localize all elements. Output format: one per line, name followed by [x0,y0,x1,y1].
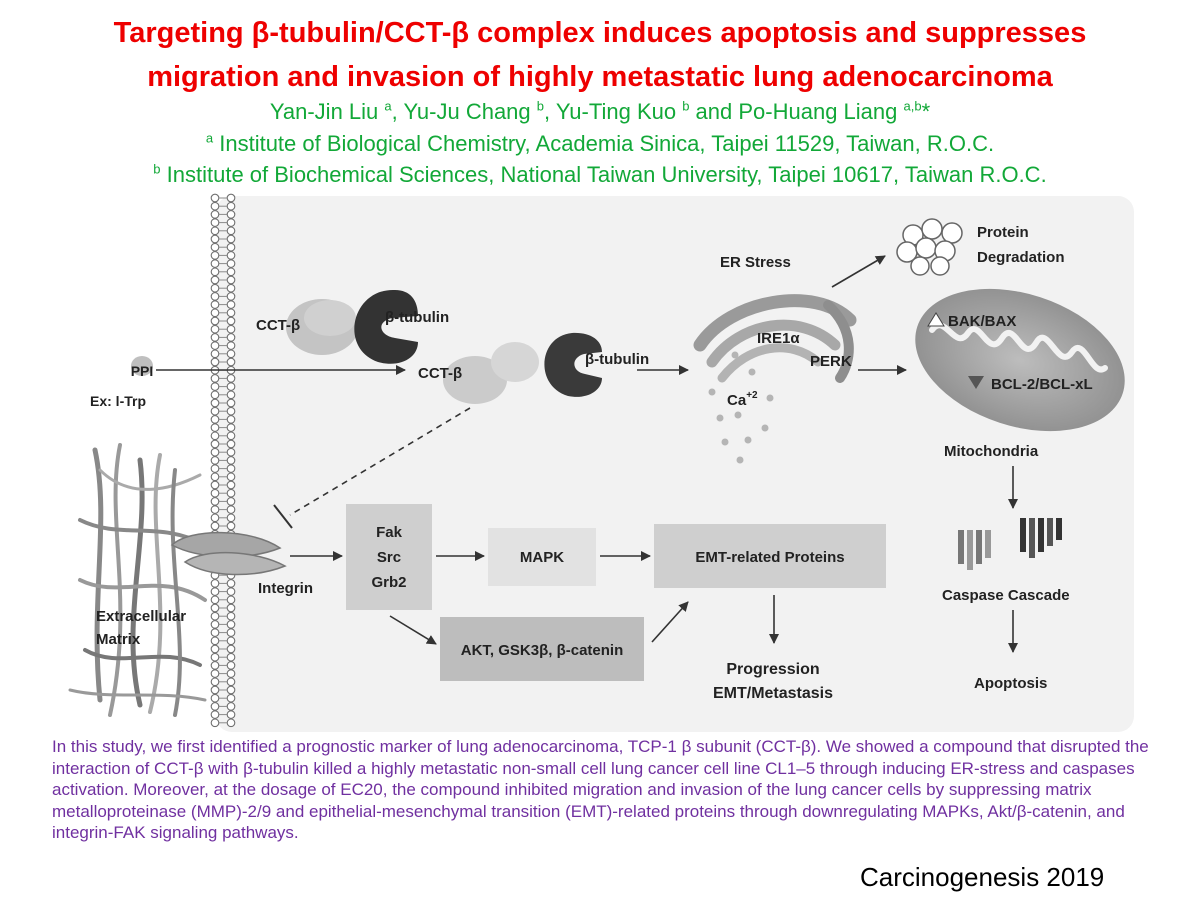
label-ca-sup: +2 [746,390,758,401]
label-grb2: Grb2 [371,574,406,591]
label-src: Src [377,549,401,566]
down-triangle-icon [968,376,984,389]
mitochondria-shape [915,288,1125,432]
title-line-1: Targeting β-tubulin/CCT-β complex induce… [113,17,1087,49]
affiliation-b-sup: b [153,161,161,177]
label-bcl2: BCL-2/BCL-xL [991,376,1093,393]
abstract-text: In this study, we first identified a pro… [52,737,1149,842]
cell-background [216,196,1134,732]
label-fak: Fak [376,524,403,541]
author-4: and Po-Huang Liang [689,99,904,124]
label-apoptosis: Apoptosis [974,675,1047,692]
akt-box [440,617,644,681]
cct-tubulin-complex [286,289,418,364]
label-ca: Ca+2 [727,390,758,409]
cct-beta-free [443,342,539,404]
label-bak-bax: BAK/BAX [948,313,1016,330]
extracellular-matrix-fibers [68,443,207,717]
mapk-box [488,528,596,586]
integrin-receptor [170,531,287,576]
label-degradation: Degradation [977,249,1065,266]
affiliation-a: a Institute of Biological Chemistry, Aca… [0,131,1200,157]
author-2-sup: b [536,98,544,114]
label-ire1a: IRE1α [757,330,800,347]
label-cct-beta-complex: CCT-β [256,317,300,334]
arrow-fak-to-akt [389,615,437,645]
label-beta-tubulin-complex: β-tubulin [385,309,449,326]
author-2: , Yu-Ju Chang [391,99,537,124]
label-caspase-cascade: Caspase Cascade [942,587,1070,604]
label-ca-base: Ca [727,392,747,409]
label-beta-tubulin-free: β-tubulin [585,351,649,368]
author-4-star: * [921,99,931,124]
protein-aggregate-shape [896,218,963,276]
label-extracellular: Extracellular [96,608,186,625]
caspase-shape-2 [1020,518,1062,558]
label-mitochondria: Mitochondria [944,443,1039,460]
label-ppi: PPI [131,363,154,379]
label-akt: AKT, GSK3β, β-catenin [461,642,624,659]
caspase-shape-1 [958,530,991,570]
label-progression: Progression [726,661,819,678]
beta-tubulin-free [544,332,602,397]
affiliation-a-text: Institute of Biological Chemistry, Acade… [213,131,995,156]
label-er-stress: ER Stress [720,254,791,271]
title-line-2: migration and invasion of highly metasta… [147,61,1053,93]
label-emt-metastasis: EMT/Metastasis [713,685,833,702]
endoplasmic-reticulum [693,294,857,383]
label-mapk: MAPK [520,549,564,566]
affiliation-b-text: Institute of Biochemical Sciences, Natio… [160,162,1047,187]
inhibition-bar [273,504,293,529]
author-1: Yan-Jin Liu [269,99,385,124]
emt-proteins-box [654,524,886,588]
label-integrin: Integrin [258,580,313,597]
author-1-sup: a [384,98,392,114]
label-perk: PERK [810,353,852,370]
author-line: Yan-Jin Liu a, Yu-Ju Chang b, Yu-Ting Ku… [0,99,1200,125]
ppi-compound-shape [131,356,153,376]
ca-ions [708,351,774,464]
label-protein: Protein [977,224,1029,241]
fak-src-grb2-box [346,504,432,610]
label-emt-proteins: EMT-related Proteins [695,549,844,566]
arrow-er-to-degradation [831,255,886,288]
author-3: , Yu-Ting Kuo [544,99,683,124]
inhibition-dashed-line [289,407,471,516]
arrow-akt-to-emt [651,601,689,643]
label-matrix: Matrix [96,631,141,648]
label-cct-beta-free: CCT-β [418,365,462,382]
journal-citation: Carcinogenesis 2019 [860,862,1105,892]
up-triangle-icon [927,312,945,327]
affiliation-b: b Institute of Biochemical Sciences, Nat… [0,162,1200,188]
cell-membrane [210,193,236,728]
author-3-sup: b [682,98,690,114]
author-4-sup: a,b [903,98,922,114]
label-ex-itrp: Ex: l-Trp [90,393,146,409]
affiliation-a-sup: a [205,130,214,146]
